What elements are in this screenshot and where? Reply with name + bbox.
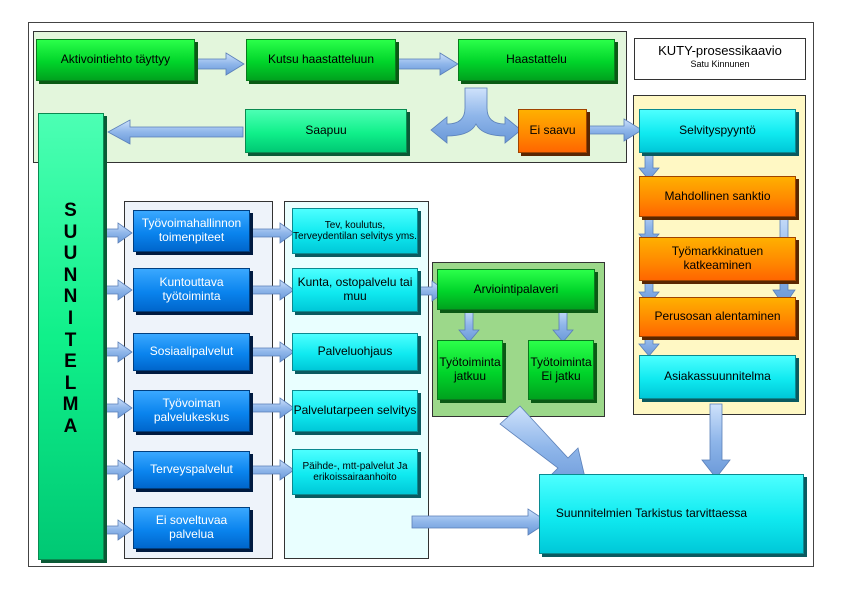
arrow-arrives-plan — [107, 119, 244, 145]
arrow-meeting-continues — [458, 307, 480, 343]
arrow-service-provider-5 — [249, 459, 295, 481]
provider-item: Kunta, ostopalvelu tai muu — [292, 268, 418, 312]
box-possible-sanction: Mahdollinen sanktio — [639, 176, 796, 217]
arrow-service-provider-2 — [249, 279, 295, 301]
arrow-invite-interview — [396, 52, 459, 76]
arrow-providers-final — [411, 508, 549, 536]
box-activation: Aktivointiehto täyttyy — [36, 39, 195, 81]
arrow-interview-split — [430, 87, 522, 144]
arrow-service-provider-4 — [249, 397, 295, 419]
title-box: KUTY-prosessikaavio Satu Kinnunen — [634, 38, 806, 80]
service-item: Työvoimahallinnon toimenpiteet — [133, 210, 250, 252]
arrow-activation-invite — [193, 52, 245, 76]
box-assessment-meeting: Arviointipalaveri — [437, 269, 595, 310]
arrow-noshow-request — [587, 118, 643, 142]
service-item: Sosiaalipalvelut — [133, 333, 250, 371]
provider-item: Tev, koulutus, Terveydentilan selvitys y… — [292, 208, 418, 254]
box-interview: Haastattelu — [458, 39, 615, 81]
service-item: Terveyspalvelut — [133, 451, 250, 489]
box-reduction: Perusosan alentaminen — [639, 297, 796, 337]
box-benefit-ends: Työmarkkinatuen katkeaminen — [639, 237, 796, 281]
box-request: Selvityspyyntö — [639, 109, 796, 153]
provider-item: Päihde-, mtt-palvelut Ja erikoissairaanh… — [292, 449, 418, 495]
service-item: Työvoiman palvelukeskus — [133, 390, 250, 432]
diagram-title: KUTY-prosessikaavio — [658, 43, 782, 58]
arrow-meeting-notcontinues — [552, 307, 574, 343]
panel-services — [124, 201, 273, 559]
box-final-review: Suunnitelmien Tarkistus tarvittaessa — [539, 474, 804, 554]
arrow-clientplan-final — [701, 403, 731, 479]
arrow-service-provider-3 — [249, 341, 295, 363]
panel-providers — [284, 201, 429, 559]
provider-item: Palvelutarpeen selvitys — [292, 390, 418, 432]
box-client-plan: Asiakassuunnitelma — [639, 355, 796, 399]
box-arrives: Saapuu — [245, 109, 407, 153]
diagram-author: Satu Kinnunen — [690, 59, 750, 69]
provider-item: Palveluohjaus — [292, 333, 418, 371]
box-no-show: Ei saavu — [518, 109, 587, 153]
arrow-assessment-final — [499, 405, 589, 491]
box-invite: Kutsu haastatteluun — [246, 39, 396, 81]
box-work-not-continues: Työtoiminta Ei jatku — [528, 340, 594, 400]
arrow-service-provider-1 — [249, 222, 295, 244]
service-item: Ei soveltuvaa palvelua — [133, 507, 250, 549]
box-work-continues: Työtoiminta jatkuu — [437, 340, 503, 400]
service-item: Kuntouttava työtoiminta — [133, 268, 250, 312]
